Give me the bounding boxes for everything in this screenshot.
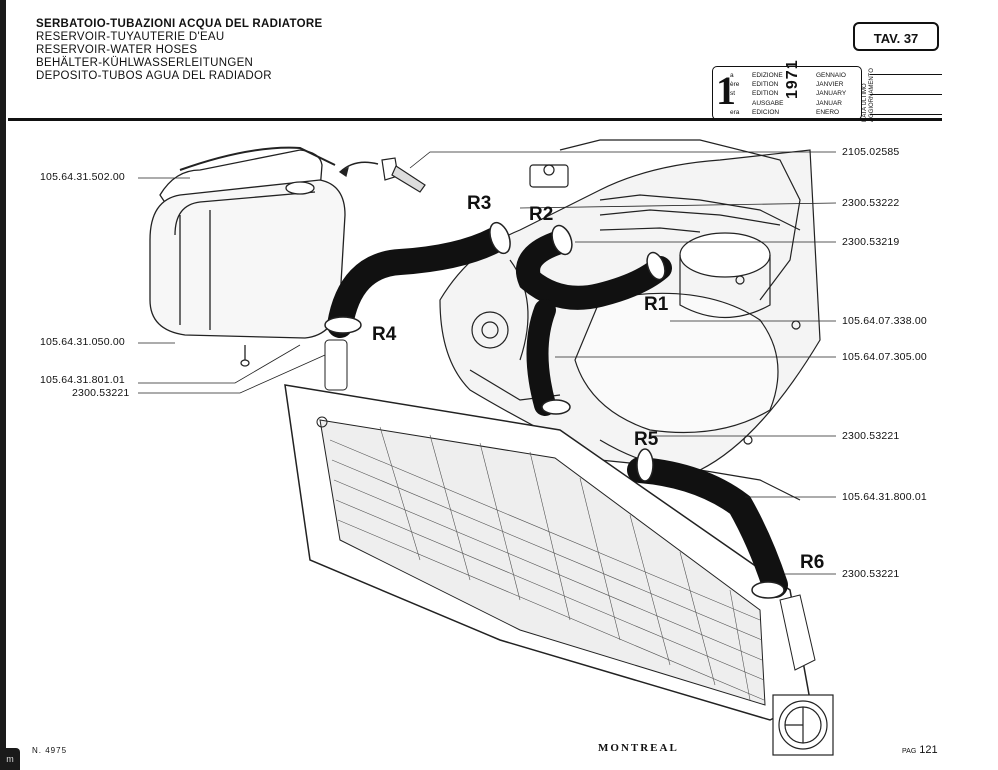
- edition-month: JANVIER: [816, 81, 844, 89]
- alfa-romeo-logo: [772, 694, 834, 756]
- edition-lang-col: a ère st era: [730, 71, 739, 117]
- header-rule: [8, 118, 942, 121]
- edition-update-line: [870, 114, 942, 115]
- edition-word: EDIZIONE: [752, 72, 783, 79]
- edition-word-col: EDIZIONE EDITION EDITION AUSGABE EDICION: [752, 71, 783, 117]
- edition-month-col: GENNAIO JANVIER JANUARY JANUAR ENERO: [816, 71, 846, 117]
- part-label: 2300.53222: [842, 197, 900, 209]
- edition-month: GENNAIO: [816, 72, 846, 79]
- reservoir-tank-illustration: [149, 146, 346, 367]
- part-label: 2300.53221: [842, 430, 900, 442]
- hose-r2: [516, 230, 672, 310]
- edition-lang: a: [730, 72, 734, 79]
- viewer-frame-edge: [0, 0, 6, 770]
- hose-label-r1: R1: [644, 294, 669, 315]
- edition-month: JANUAR: [816, 99, 843, 107]
- edition-update-line: [870, 94, 942, 95]
- edition-word: EDITION: [752, 81, 779, 89]
- title-italian: SERBATOIO-TUBAZIONI ACQUA DEL RADIATORE: [36, 18, 323, 30]
- hose-r4: [327, 227, 508, 338]
- hose-vertical: [526, 299, 556, 416]
- leader-lines: [138, 151, 837, 575]
- radiator-illustration: [284, 339, 816, 721]
- edition-number: 1: [716, 68, 736, 113]
- edition-lang: era: [730, 108, 740, 116]
- edition-update-line: [870, 74, 942, 75]
- plate-number-box: TAV. 37: [853, 22, 939, 51]
- edition-month: JANUARY: [816, 90, 847, 98]
- part-label: 105.64.31.801.01: [40, 374, 125, 386]
- part-label: 2300.53221: [842, 568, 900, 580]
- part-label: 105.64.07.338.00: [842, 315, 927, 327]
- viewer-badge: m: [0, 748, 20, 770]
- part-label: 105.64.07.305.00: [842, 351, 927, 363]
- edition-month: ENERO: [816, 108, 840, 116]
- document-code: N. 4975: [32, 746, 68, 755]
- model-name: MONTREAL: [598, 742, 679, 754]
- part-label: 2300.53219: [842, 236, 900, 248]
- title-english: RESERVOIR-WATER HOSES: [36, 44, 198, 56]
- edition-lang: ère: [730, 81, 740, 89]
- hose-label-r6: R6: [800, 552, 825, 573]
- part-label: 105.64.31.800.01: [842, 491, 927, 503]
- edition-word: AUSGABE: [752, 99, 784, 107]
- title-german: BEHÄLTER-KÜHLWASSERLEITUNGEN: [36, 57, 254, 69]
- title-spanish: DEPOSITO-TUBOS AGUA DEL RADIADOR: [36, 70, 272, 82]
- edition-word: EDITION: [752, 90, 779, 98]
- part-label: 2105.02585: [842, 146, 900, 158]
- part-label: 105.64.31.050.00: [40, 336, 125, 348]
- hose-label-r5: R5: [634, 429, 659, 450]
- hose-r5-r6: [627, 457, 788, 598]
- title-french: RESERVOIR-TUYAUTERIE D'EAU: [36, 31, 225, 43]
- hose-clamps: [324, 221, 785, 599]
- edition-block: 1 a ère st era EDIZIONE EDITION EDITION …: [712, 59, 942, 122]
- page-label: PAG: [902, 748, 917, 755]
- edition-lang: st: [730, 90, 736, 98]
- page-value: 121: [919, 744, 938, 756]
- hose-label-r3: R3: [467, 193, 492, 214]
- part-label: 105.64.31.502.00: [40, 171, 125, 183]
- hose-label-r4: R4: [372, 324, 397, 345]
- bolt-illustration: [338, 157, 426, 193]
- edition-word: EDICION: [752, 108, 780, 116]
- hose-label-r2: R2: [529, 204, 554, 225]
- part-label: 2300.53221: [72, 387, 130, 399]
- page-title-block: SERBATOIO-TUBAZIONI ACQUA DEL RADIATORE …: [36, 18, 322, 83]
